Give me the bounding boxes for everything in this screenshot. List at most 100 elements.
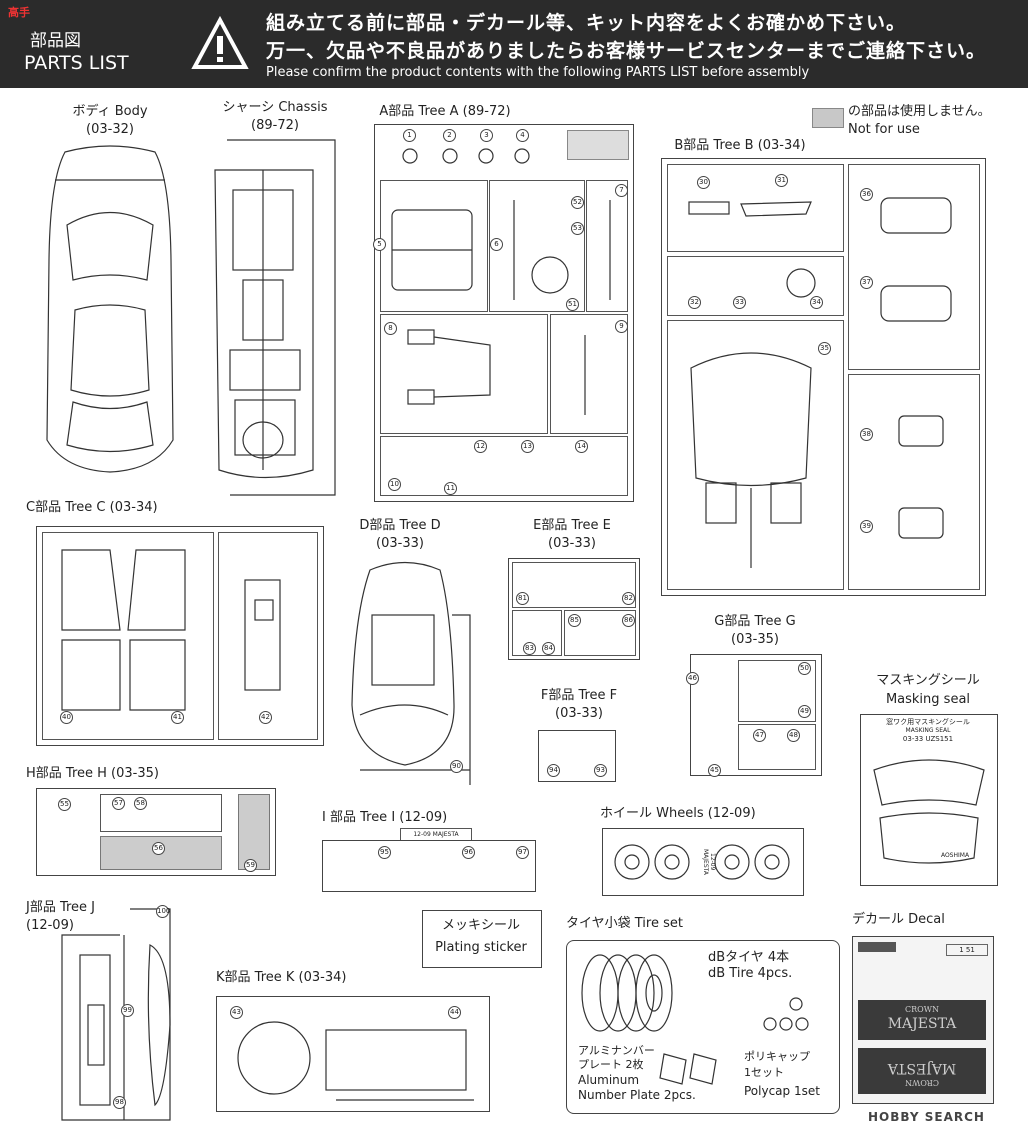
tire-jp: dBタイヤ 4本 — [708, 950, 790, 965]
chassis-code: (89-72) — [251, 118, 299, 133]
masking-label-en: Masking seal — [885, 692, 971, 707]
tree-b-cell-32-34 — [667, 256, 844, 316]
tree-c-parts-drawing — [61, 549, 281, 711]
tree-d-label: D部品 Tree D — [359, 518, 441, 533]
notice-english: Please confirm the product contents with… — [266, 65, 810, 80]
number-plates-drawing — [659, 1053, 717, 1085]
decal-logo-line-2-mirrored: MAJESTA — [887, 1060, 957, 1076]
part-number: 51 — [566, 298, 579, 311]
tree-a-cell-7 — [586, 180, 628, 312]
part-number: 5 — [373, 238, 386, 251]
part-number: 98 — [113, 1096, 126, 1109]
watermark-logo: 高手 — [8, 6, 30, 19]
chassis-label: シャーシ Chassis — [222, 100, 328, 115]
part-number: 93 — [594, 764, 607, 777]
tree-a-parts-drawing — [391, 148, 611, 415]
part-number: 7 — [615, 184, 628, 197]
part-number: 44 — [448, 1006, 461, 1019]
part-number: 86 — [622, 614, 635, 627]
tree-k-label: K部品 Tree K (03-34) — [216, 970, 347, 985]
tree-g-label: G部品 Tree G — [714, 614, 796, 629]
masking-sheet-brand: AOSHIMA — [940, 852, 970, 859]
part-number: 90 — [450, 760, 463, 773]
not-for-use-en: Not for use — [848, 122, 920, 137]
decal-logo-panel-2: CROWN MAJESTA — [858, 1048, 986, 1094]
tree-e-frame — [508, 558, 640, 660]
tree-g-code: (03-35) — [731, 632, 779, 647]
tree-c-cell-42 — [218, 532, 318, 740]
part-number: 57 — [112, 797, 125, 810]
part-number: 34 — [810, 296, 823, 309]
decal-logo-panel-1: CROWN MAJESTA — [858, 1000, 986, 1040]
polycap-en: Polycap 1set — [744, 1084, 820, 1098]
part-number: 1 — [403, 129, 416, 142]
tree-f-label: F部品 Tree F — [540, 688, 618, 703]
notice-line-2: 万一、欠品や不良品がありましたらお客様サービスセンターまでご連絡下さい。 — [266, 40, 987, 62]
plate-jp-2: プレート 2枚 — [578, 1058, 644, 1071]
part-number: 94 — [547, 764, 560, 777]
tree-d-drawing — [351, 561, 471, 785]
tree-j-drawing — [61, 908, 171, 1121]
tree-g-cell-49-50 — [738, 660, 816, 722]
part-number: 97 — [516, 846, 529, 859]
decal-logo-line-1-mirrored: CROWN — [905, 1078, 939, 1087]
warning-icon — [191, 15, 249, 69]
body-drawing — [46, 145, 174, 473]
tree-k-frame — [216, 996, 490, 1112]
tree-b-cell-36-37 — [848, 164, 980, 370]
wheels-label: ホイール Wheels (12-09) — [600, 806, 756, 821]
part-number: 81 — [516, 592, 529, 605]
part-number: 36 — [860, 188, 873, 201]
part-number: 100 — [156, 905, 170, 918]
polycap-drawing — [763, 997, 809, 1031]
part-number: 12 — [474, 440, 487, 453]
part-number: 30 — [697, 176, 710, 189]
part-number: 45 — [708, 764, 721, 777]
tree-g-frame — [690, 654, 822, 776]
tree-e-code: (03-33) — [548, 536, 596, 551]
tree-b-label: B部品 Tree B (03-34) — [674, 138, 806, 153]
part-number: 41 — [171, 711, 184, 724]
part-number: 32 — [688, 296, 701, 309]
part-number: 37 — [860, 276, 873, 289]
tires-drawing — [581, 954, 673, 1032]
part-number: 55 — [58, 798, 71, 811]
decal-logo-line-2: MAJESTA — [887, 1016, 957, 1032]
not-for-use-swatch — [812, 108, 844, 128]
polycap-jp-2: 1セット — [744, 1066, 784, 1079]
decal-plate: 1 51 — [946, 944, 988, 956]
part-number: 95 — [378, 846, 391, 859]
part-number: 33 — [733, 296, 746, 309]
not-for-use-jp: の部品は使用しません。 — [848, 104, 991, 119]
part-number: 49 — [798, 705, 811, 718]
tree-d-code: (03-33) — [376, 536, 424, 551]
plating-label-jp: メッキシール — [441, 918, 520, 933]
tree-k-drawing — [237, 1021, 474, 1101]
tire-en: dB Tire 4pcs. — [708, 966, 793, 981]
tree-a-cell-6 — [489, 180, 585, 312]
part-number: 10 — [388, 478, 401, 491]
part-number: 52 — [571, 196, 584, 209]
tree-j-label: J部品 Tree J — [26, 900, 96, 915]
tree-e-label: E部品 Tree E — [533, 518, 611, 533]
part-number: 83 — [523, 642, 536, 655]
body-label: ボディ Body — [72, 104, 148, 119]
part-number: 4 — [516, 129, 529, 142]
tree-b-cell-38-39 — [848, 374, 980, 590]
tree-j-code: (12-09) — [26, 918, 74, 933]
tree-a-cell-10-14 — [380, 436, 628, 496]
tree-a-cell-8 — [380, 314, 548, 434]
part-number: 42 — [259, 711, 272, 724]
part-number: 46 — [686, 672, 699, 685]
tree-b-parts-drawing — [688, 197, 952, 568]
wheels-tag: 12-09 MAJESTA — [702, 849, 716, 875]
part-number: 96 — [462, 846, 475, 859]
tire-set-label: タイヤ小袋 Tire set — [566, 916, 683, 931]
part-number: 47 — [753, 729, 766, 742]
plate-jp-1: アルミナンバー — [578, 1044, 655, 1057]
decal-logo-line-1: CROWN — [905, 1005, 939, 1014]
part-number: 6 — [490, 238, 503, 251]
plate-en-2: Number Plate 2pcs. — [578, 1088, 696, 1102]
masking-sheet-sub: MASKING SEAL — [905, 727, 951, 734]
part-number: 84 — [542, 642, 555, 655]
